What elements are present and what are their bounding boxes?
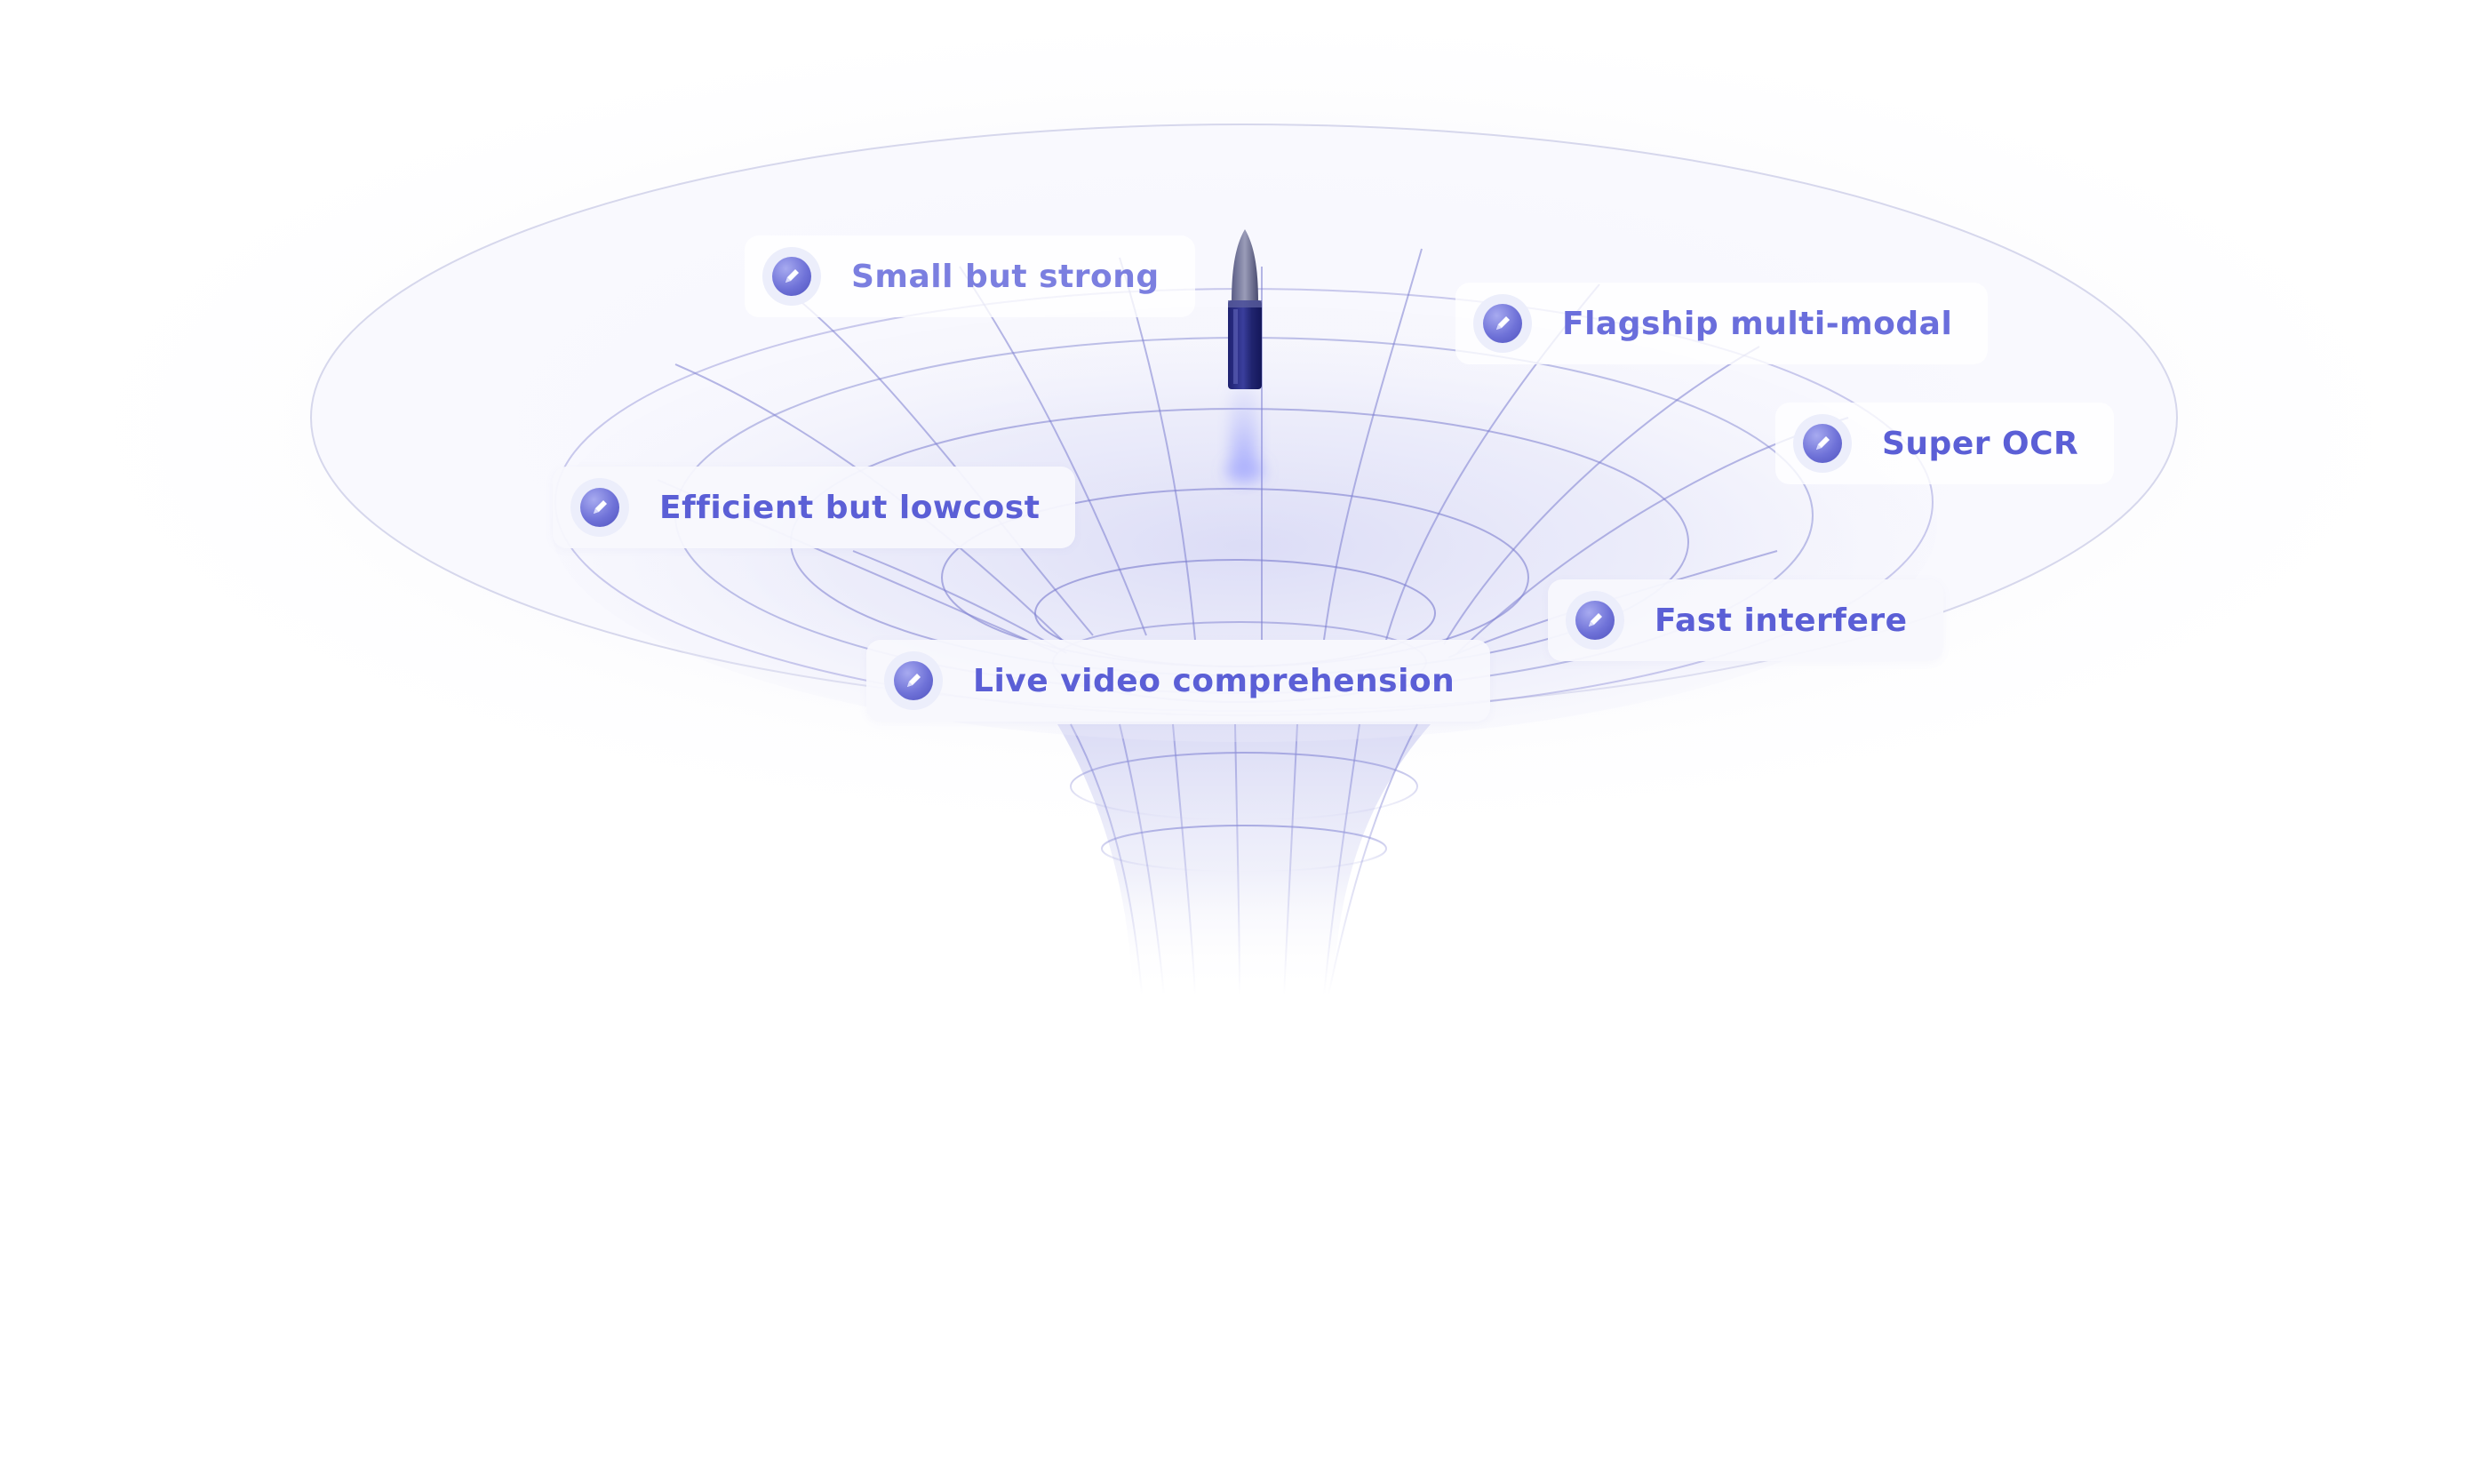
badge-flagship-multi-modal: Flagship multi-modal bbox=[1455, 283, 1989, 364]
badge-label: Live video comprehension bbox=[973, 662, 1455, 699]
badge-label: Super OCR bbox=[1882, 425, 2079, 462]
pencil-icon bbox=[762, 247, 821, 306]
badge-efficient-but-lowcost: Efficient but lowcost bbox=[553, 467, 1076, 548]
badge-label: Small but strong bbox=[851, 258, 1160, 295]
badge-label: Efficient but lowcost bbox=[659, 489, 1041, 526]
pencil-icon bbox=[1566, 591, 1624, 650]
pencil-icon bbox=[1473, 294, 1532, 353]
badge-fast-interfere: Fast interfere bbox=[1548, 579, 1943, 661]
badge-live-video-comprehension: Live video comprehension bbox=[866, 640, 1491, 722]
badge-super-ocr: Super OCR bbox=[1775, 403, 2115, 484]
badge-label: Fast interfere bbox=[1655, 602, 1908, 639]
pencil-icon bbox=[570, 478, 629, 537]
badge-small-but-strong: Small but strong bbox=[745, 235, 1195, 317]
badge-label: Flagship multi-modal bbox=[1562, 305, 1953, 342]
pencil-icon bbox=[1793, 414, 1852, 473]
pencil-icon bbox=[884, 651, 943, 710]
rocket-icon bbox=[1228, 229, 1262, 389]
